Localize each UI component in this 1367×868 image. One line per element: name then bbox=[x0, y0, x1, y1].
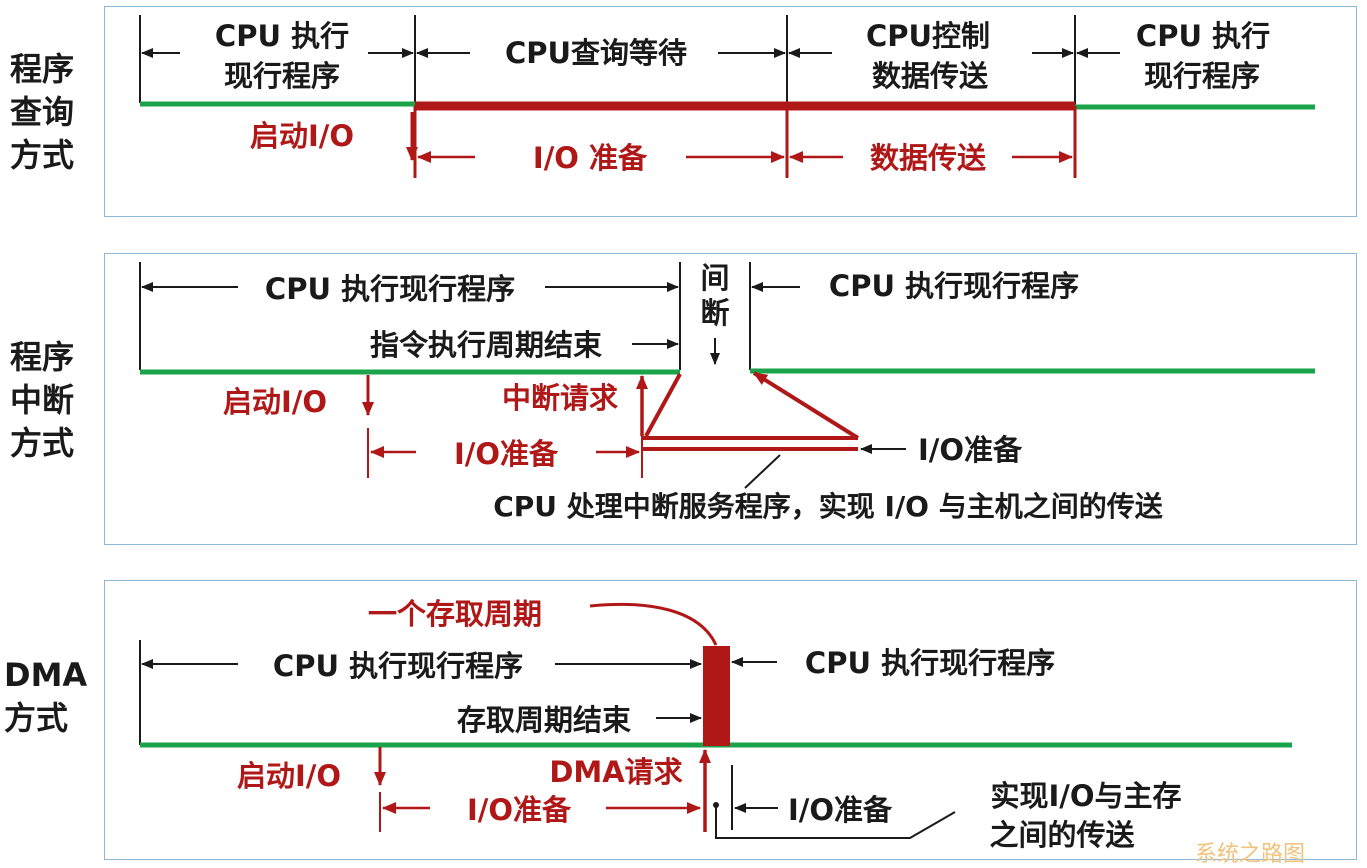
access-cycle-label: 一个存取周期 bbox=[368, 597, 542, 631]
dma-request-label: DMA请求 bbox=[549, 755, 682, 789]
interrupt-diagram: CPU 执行现行程序 间 断 CPU 执行现行程序 指令执行周期结束 启动I/O… bbox=[139, 261, 1315, 523]
io-prepare-label: I/O准备 bbox=[454, 437, 559, 471]
io-prepare-label: I/O 准备 bbox=[533, 141, 648, 175]
cpu-exec-label: 现行程序 bbox=[1144, 59, 1260, 93]
side-label-line: 方式 bbox=[10, 136, 75, 174]
cpu-exec-label: 现行程序 bbox=[224, 59, 340, 93]
panel-interrupt bbox=[104, 253, 1357, 545]
side-label-line: 方式 bbox=[4, 699, 69, 737]
cpu-exec-label: CPU 执行现行程序 bbox=[273, 649, 523, 683]
side-label-line: 程序 bbox=[10, 50, 75, 88]
caption-pointer bbox=[744, 454, 781, 489]
cpu-exec-label: CPU 执行现行程序 bbox=[829, 269, 1079, 303]
side-label-line: 中断 bbox=[10, 381, 75, 419]
side-label-line: 查询 bbox=[10, 93, 75, 131]
access-cycle-end-label: 存取周期结束 bbox=[457, 703, 631, 737]
side-label-dma: DMA 方式 bbox=[4, 654, 87, 740]
cpu-exec-label: CPU 执行 bbox=[1136, 19, 1270, 53]
side-label-line: 程序 bbox=[10, 338, 75, 376]
panel-polling bbox=[104, 6, 1357, 217]
access-cycle-curve bbox=[589, 602, 718, 646]
cpu-exec-label: CPU 执行现行程序 bbox=[805, 646, 1055, 680]
side-label-polling: 程序 查询 方式 bbox=[10, 48, 74, 177]
cpu-ctrl-label: 数据传送 bbox=[872, 59, 988, 93]
data-transfer-label: 数据传送 bbox=[870, 141, 986, 175]
side-label-line: 方式 bbox=[10, 424, 75, 462]
cpu-wait-label: CPU查询等待 bbox=[505, 36, 687, 70]
io-prepare-label: I/O准备 bbox=[918, 433, 1023, 467]
panel-dma bbox=[104, 580, 1357, 860]
transfer-label: 之间的传送 bbox=[989, 818, 1134, 852]
cpu-ctrl-label: CPU控制 bbox=[866, 19, 990, 53]
polling-diagram: CPU 执行 现行程序 CPU查询等待 CPU控制 数据传送 CPU 执行 现行… bbox=[139, 15, 1315, 178]
watermark: 系统之路图 bbox=[1195, 842, 1306, 867]
transfer-pointer bbox=[715, 805, 956, 839]
transfer-label: 实现I/O与主存 bbox=[990, 779, 1181, 813]
interrupt-return-arrow bbox=[752, 371, 860, 440]
instr-cycle-end-label: 指令执行周期结束 bbox=[370, 328, 602, 362]
start-io-label: 启动I/O bbox=[250, 119, 354, 153]
isr-caption: CPU 处理中断服务程序，实现 I/O 与主机之间的传送 bbox=[493, 490, 1163, 523]
interrupt-label: 间 bbox=[700, 261, 729, 295]
start-io-label: 启动I/O bbox=[237, 759, 341, 793]
io-prepare-label: I/O准备 bbox=[788, 793, 893, 827]
interrupt-entry-line bbox=[644, 373, 682, 437]
cpu-exec-label: CPU 执行 bbox=[215, 19, 349, 53]
side-label-interrupt: 程序 中断 方式 bbox=[10, 336, 74, 465]
side-label-line: DMA bbox=[4, 656, 88, 694]
cpu-exec-label: CPU 执行现行程序 bbox=[265, 272, 515, 306]
start-io-label: 启动I/O bbox=[223, 385, 327, 419]
dma-diagram: 一个存取周期 CPU 执行现行程序 CPU 执行现行程序 存取周期结束 启动I/… bbox=[139, 597, 1292, 852]
interrupt-request-label: 中断请求 bbox=[502, 381, 618, 415]
io-prepare-label: I/O准备 bbox=[467, 793, 572, 827]
dma-cycle-block bbox=[703, 646, 730, 746]
interrupt-label: 断 bbox=[700, 296, 729, 330]
